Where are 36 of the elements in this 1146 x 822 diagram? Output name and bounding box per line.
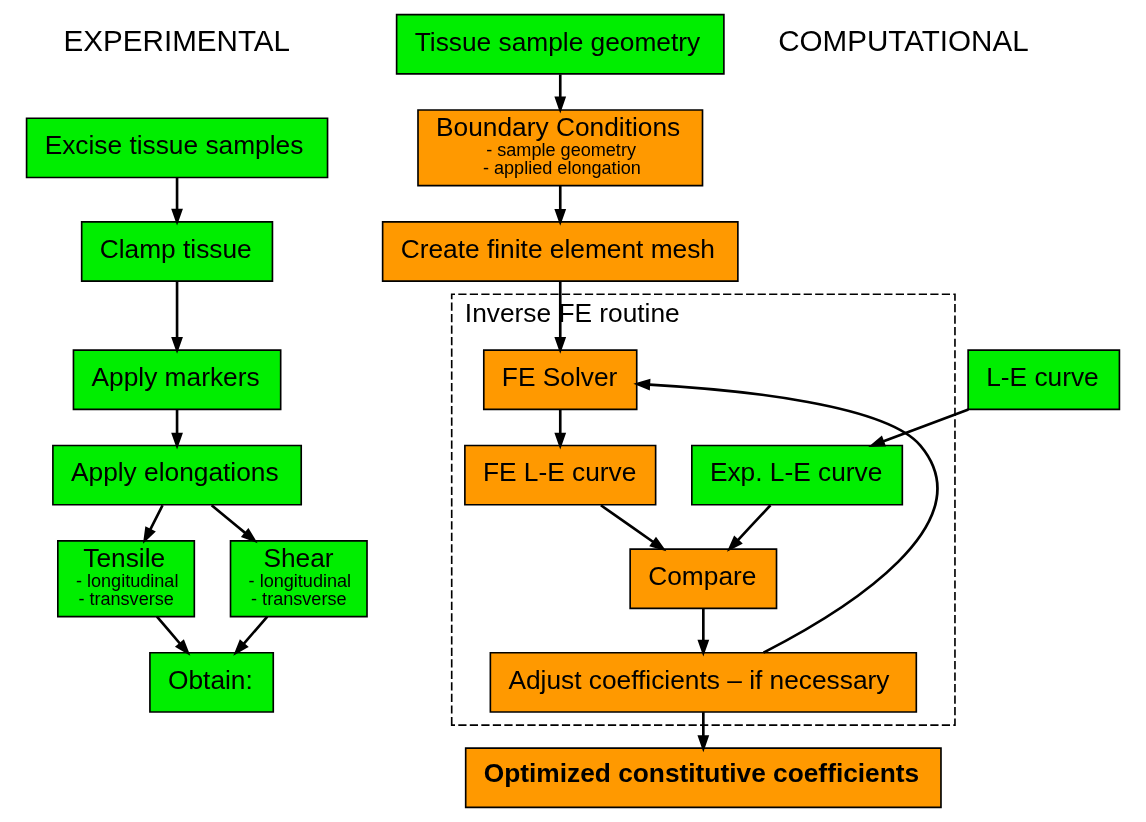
node-box: FE L-E curve [464, 444, 657, 506]
node-box: Apply elongations [52, 444, 303, 506]
node-box: Obtain: [149, 651, 275, 713]
node-box: Exp. L-E curve [691, 444, 904, 506]
label: COMPUTATIONAL [778, 24, 1029, 58]
node-box: FE Solver [482, 349, 638, 411]
node-box: Boundary Conditions - sample geometry - applied elongation [417, 109, 704, 187]
arrow [143, 504, 164, 544]
arrow [554, 281, 567, 354]
node-box: Tensile - longitudinal - transverse [57, 540, 196, 618]
arrow [868, 408, 969, 447]
arrow [697, 608, 710, 657]
arrow [600, 504, 667, 552]
arrow [171, 409, 183, 450]
node-box: Create finite element mesh [381, 221, 739, 282]
arrow [554, 409, 567, 450]
arrow [697, 712, 710, 753]
arrow [233, 615, 269, 656]
label: EXPERIMENTAL [63, 24, 290, 58]
arrow [171, 178, 183, 226]
arrow [171, 281, 183, 354]
node-box: Adjust coefficients – if necessary [489, 651, 918, 713]
arrow [210, 504, 258, 544]
arrow [155, 615, 191, 656]
node-box: Shear - longitudinal - transverse [229, 540, 368, 618]
node-box: L-E curve [967, 349, 1121, 411]
node-box: Clamp tissue [80, 221, 274, 282]
node-box: Excise tissue samples [25, 117, 329, 179]
arrow [554, 185, 567, 226]
node-box: Optimized constitutive coefficients [464, 747, 942, 809]
arrow [554, 74, 567, 114]
arrow [633, 378, 939, 654]
node-box: Apply markers [72, 349, 282, 411]
node-box: Compare [629, 548, 778, 610]
node-box: Tissue sample geometry [395, 13, 725, 75]
arrow [726, 504, 772, 552]
